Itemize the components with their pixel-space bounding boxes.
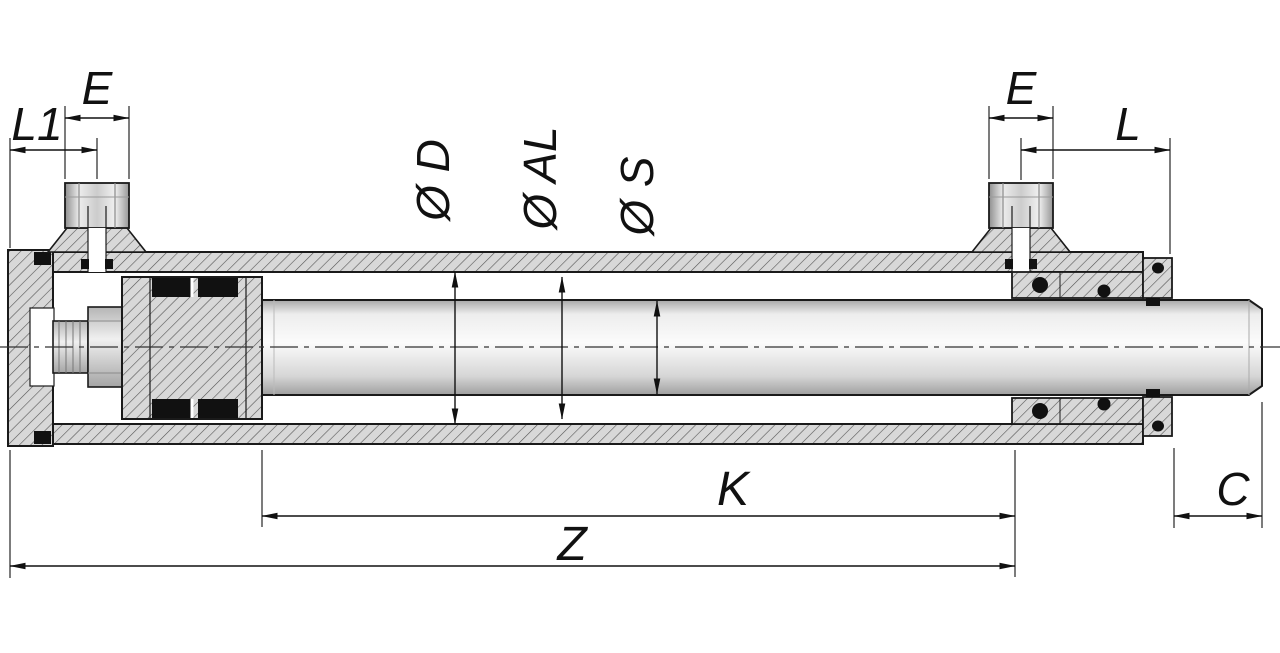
label-e-right: E (1006, 62, 1038, 114)
barrel-top-wall (52, 251, 1144, 273)
head-cap (1142, 257, 1173, 437)
rod-wiper-bottom (1146, 389, 1160, 397)
gland-oring (1032, 403, 1048, 419)
gland-oring (1032, 277, 1048, 293)
label-k: K (717, 463, 751, 516)
gland-oring (1097, 284, 1111, 298)
label-c: C (1216, 463, 1250, 515)
dim-l1 (9, 138, 98, 248)
cap-seal-top (34, 252, 51, 265)
dim-e-left (64, 106, 130, 179)
piston-seal (152, 278, 192, 297)
dim-k (261, 450, 1016, 577)
left-port-fitting (64, 182, 130, 272)
dim-z (9, 450, 1016, 578)
dimensions (9, 106, 1263, 578)
cylinder-body (0, 182, 1280, 447)
label-l1: L1 (11, 98, 62, 150)
piston-seal (198, 278, 238, 297)
head-seal (1152, 262, 1164, 274)
right-port-fitting (988, 182, 1054, 272)
label-l: L (1115, 98, 1141, 150)
rod-wiper-top (1146, 298, 1160, 306)
label-diameter-d: Ø D (407, 139, 459, 223)
head-seal (1152, 420, 1164, 432)
gland-oring (1097, 397, 1111, 411)
label-diameter-al: Ø AL (514, 126, 566, 231)
label-e-left: E (82, 62, 114, 114)
piston (121, 276, 263, 420)
dim-l (1020, 138, 1171, 254)
barrel-bottom-wall (52, 423, 1144, 445)
piston-seal (198, 399, 238, 418)
piston-seal (152, 399, 192, 418)
label-diameter-s: Ø S (611, 156, 663, 238)
dim-e-right (988, 106, 1054, 179)
left-end-cap (7, 249, 55, 447)
cap-seal-bottom (34, 431, 51, 444)
dim-c (1173, 402, 1263, 528)
label-z: Z (556, 518, 588, 571)
